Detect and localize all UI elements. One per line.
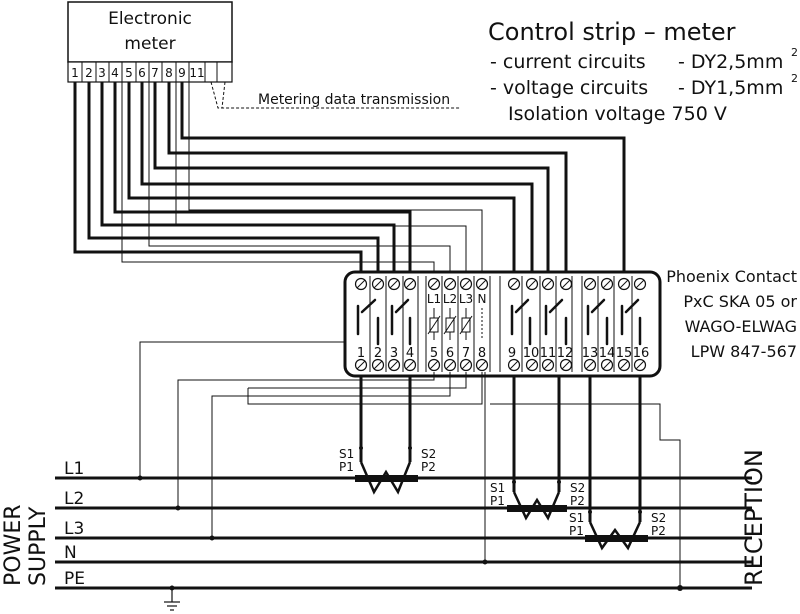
ct1-s1-label: S1: [339, 447, 354, 461]
strip-screw-slots: [356, 279, 645, 370]
strip-phase-label: N: [478, 292, 487, 306]
strip-terminal-label: 15: [616, 346, 633, 361]
strip-terminal-label: 7: [462, 346, 470, 361]
meter-terminal-label: 2: [85, 66, 93, 80]
isolation-voltage: Isolation voltage 750 V: [508, 103, 727, 125]
meter-box: [67, 1, 233, 63]
ct1-p1-label: P1: [339, 460, 354, 474]
superscript-2: 2: [791, 46, 798, 59]
strip-phase-label: L2: [443, 292, 457, 306]
meter-strip-cables: [73, 82, 626, 275]
superscript-2: 2: [791, 72, 798, 85]
strip-brand: Phoenix Contact: [666, 267, 797, 286]
strip-terminal-label: 8: [478, 346, 486, 361]
ct2-s1-label: S1: [490, 481, 505, 495]
strip-voltage-links: [427, 308, 483, 340]
strip-terminal-label: 5: [430, 346, 438, 361]
strip-terminal-label: 14: [599, 346, 616, 361]
ct2-p1-label: P1: [490, 494, 505, 508]
meter-title-line2: meter: [124, 34, 175, 54]
meter-terminal-label: 3: [98, 66, 106, 80]
meter-terminal-label: 4: [111, 66, 119, 80]
strip-terminal-label: 1: [357, 346, 365, 361]
transmission-label: Metering data transmission: [258, 92, 450, 108]
ct1-s2-label: S2: [421, 447, 436, 461]
bus-label-l1: L1: [64, 459, 84, 479]
voltage-circuits-label: - voltage circuits: [490, 77, 648, 99]
strip-outline: [343, 270, 662, 378]
strip-terminal-label: 11: [540, 346, 557, 361]
info-title: Control strip – meter: [488, 18, 736, 46]
meter-terminal-label: 8: [165, 66, 173, 80]
meter-terminal-label: 11: [189, 66, 204, 80]
voltage-circuits-value: - DY1,5mm: [678, 77, 783, 99]
meter-terminal-label: 9: [178, 66, 186, 80]
meter-terminal-dividers: [81, 62, 218, 82]
strip-model-3: LPW 847-567: [691, 342, 797, 361]
strip-terminal-label: 6: [446, 346, 454, 361]
ct3-s2-label: S2: [651, 511, 666, 525]
current-circuits-label: - current circuits: [490, 51, 646, 73]
strip-shorting-switches: [356, 298, 642, 346]
power-supply-label-2: SUPPLY: [26, 506, 51, 586]
control-strip: L1 L2 L3 N 1 2 3 4 5 6 7 8 9 10 11 12 13…: [343, 270, 662, 378]
voltage-tap-wires: [139, 341, 681, 588]
electronic-meter: Electronic meter 1 2 3 4 5 6 7 8 9 11: [67, 1, 460, 109]
meter-terminal-label: 5: [125, 66, 133, 80]
bus-label-pe: PE: [64, 569, 85, 589]
current-transformer-l1: [355, 461, 418, 495]
ct2-s2-label: S2: [570, 481, 585, 495]
meter-title-line1: Electronic: [108, 9, 192, 29]
ct3-p1-label: P1: [569, 524, 584, 538]
strip-model-1: PxC SKA 05 or: [683, 292, 797, 311]
meter-voltage-leads: [121, 82, 483, 275]
ct1-p2-label: P2: [421, 460, 436, 474]
ct3-p2-label: P2: [651, 524, 666, 538]
strip-model-2: WAGO-ELWAG: [685, 317, 797, 336]
ct3-s1-label: S1: [569, 511, 584, 525]
reception-label: RECEPTION: [740, 449, 768, 586]
info-block: Control strip – meter - current circuits…: [488, 18, 798, 125]
bus-label-l3: L3: [64, 519, 84, 539]
bus-label-l2: L2: [64, 489, 84, 509]
strip-phase-label: L1: [427, 292, 441, 306]
meter-terminal-label: 7: [151, 66, 159, 80]
strip-terminal-label: 9: [508, 346, 516, 361]
junction-dots: [137, 446, 683, 591]
strip-terminal-label: 4: [406, 346, 414, 361]
data-transmission-leads: [210, 81, 460, 109]
meter-terminal-label: 6: [138, 66, 146, 80]
ct2-p2-label: P2: [570, 494, 585, 508]
current-circuits-value: - DY2,5mm: [678, 51, 783, 73]
bus-label-n: N: [64, 543, 77, 563]
strip-terminal-label: 12: [557, 346, 574, 361]
strip-segment-dividers: [369, 276, 633, 372]
strip-phase-label: L3: [459, 292, 473, 306]
strip-terminal-label: 3: [390, 346, 398, 361]
ground-symbol: [164, 588, 180, 611]
strip-terminal-label: 13: [582, 346, 599, 361]
current-transformer-l2: [507, 491, 567, 521]
bus-lines: [55, 476, 752, 590]
power-supply-label-1: POWER: [1, 504, 26, 586]
current-transformer-l3: [585, 521, 648, 551]
strip-terminal-label: 16: [633, 346, 650, 361]
strip-terminal-label: 10: [523, 346, 540, 361]
meter-terminal-label: 1: [71, 66, 79, 80]
strip-terminal-label: 2: [374, 346, 382, 361]
